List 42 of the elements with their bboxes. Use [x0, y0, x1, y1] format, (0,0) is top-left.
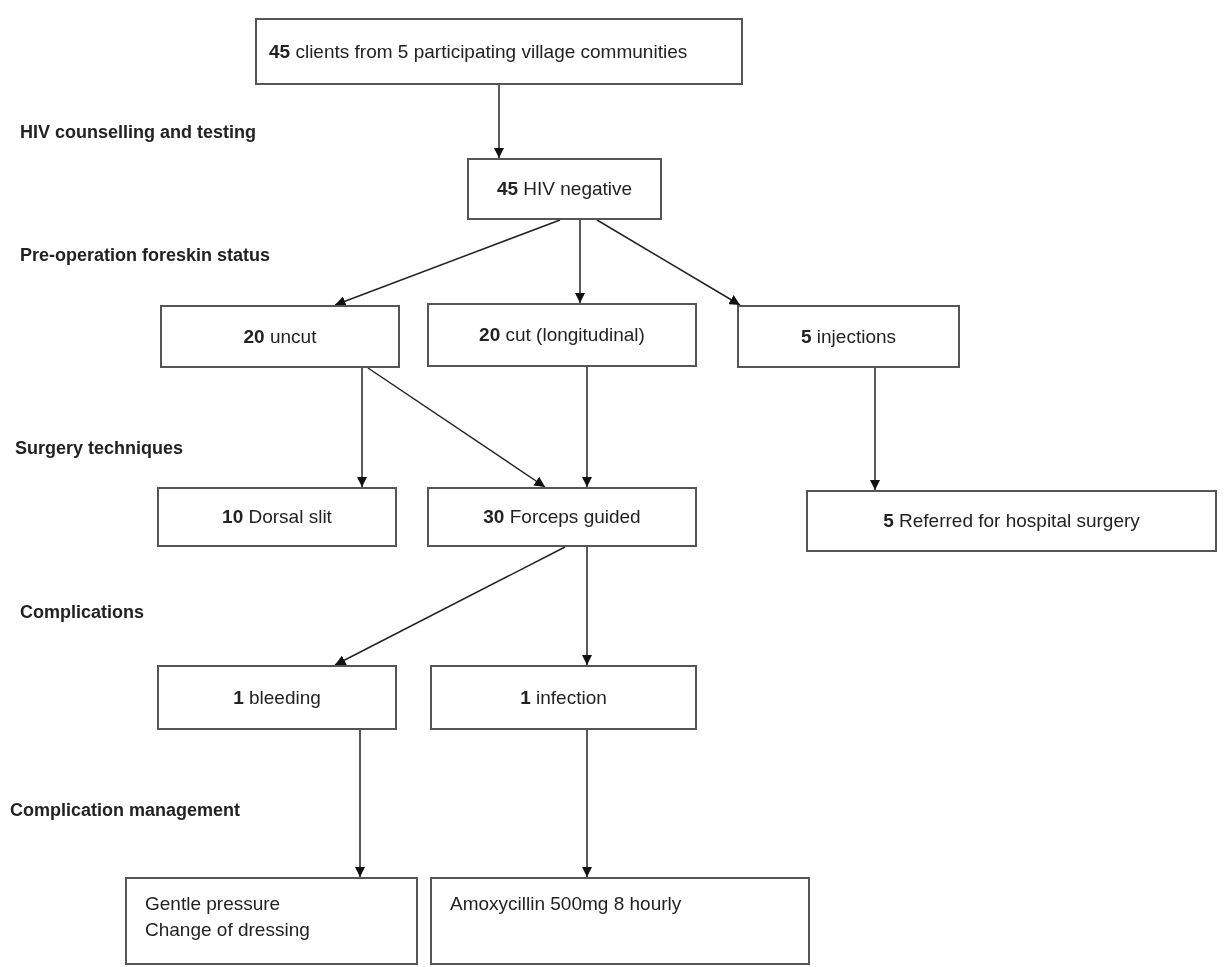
- box-text: Change of dressing: [145, 917, 310, 942]
- arrow: [581, 729, 593, 878]
- process-box: [430, 665, 697, 730]
- stage-label: Surgery techniques: [15, 438, 184, 459]
- arrow: [334, 546, 566, 666]
- box-text: Gentle pressure: [145, 892, 281, 916]
- box-text: 5 injections: [800, 324, 897, 349]
- box-text: 20 uncut: [243, 324, 317, 349]
- process-box: [427, 487, 697, 547]
- arrow: [596, 219, 741, 306]
- process-box: [737, 305, 960, 368]
- stage-label: HIV counselling and testing: [20, 122, 257, 143]
- box-text: 1 bleeding: [233, 685, 321, 710]
- process-box: [806, 490, 1217, 552]
- arrow: [354, 729, 366, 878]
- process-box: [467, 158, 662, 220]
- process-box: [125, 877, 418, 965]
- box-text: 45 HIV negative: [496, 177, 633, 202]
- box-text: 5 Referred for hospital surgery: [883, 509, 1140, 534]
- arrow: [493, 84, 505, 159]
- process-box: [255, 18, 743, 85]
- arrow: [334, 219, 561, 307]
- arrow: [356, 367, 368, 488]
- box-text: Amoxycillin 500mg 8 hourly: [450, 892, 682, 916]
- arrow: [581, 546, 593, 666]
- process-box: [427, 303, 697, 367]
- arrow: [574, 219, 586, 304]
- box-text: 45 clients from 5 participating village communities: [269, 39, 688, 64]
- box-text: 20 cut (longitudinal): [479, 323, 645, 348]
- box-text: 30 Forceps guided: [483, 505, 641, 530]
- arrow: [869, 367, 881, 491]
- process-box: [157, 665, 397, 730]
- process-box: [157, 487, 397, 547]
- arrow: [581, 366, 593, 488]
- stage-label: Complications: [20, 602, 144, 623]
- stage-label: Pre-operation foreskin status: [20, 245, 271, 266]
- process-box: [430, 877, 810, 965]
- process-box: [160, 305, 400, 368]
- arrow: [367, 367, 546, 488]
- stage-label: Complication management: [10, 800, 241, 821]
- box-text: 1 infection: [520, 685, 607, 710]
- box-text: 10 Dorsal slit: [222, 505, 332, 530]
